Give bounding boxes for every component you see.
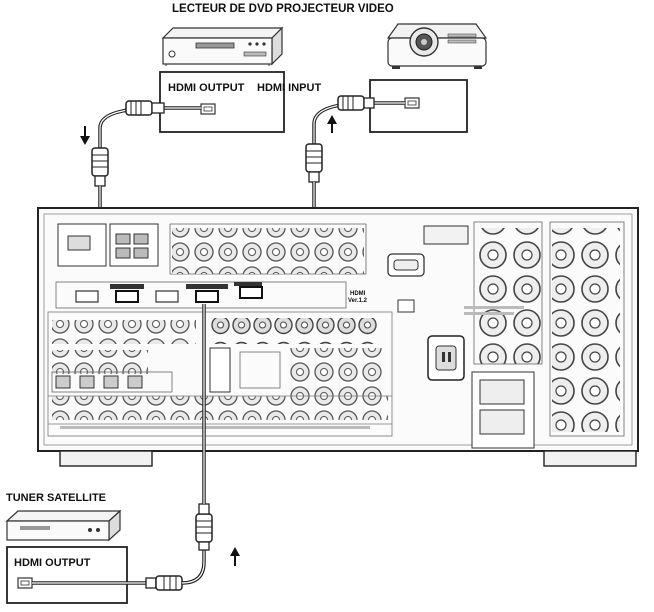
device-heading: LECTEUR DE DVD PROJECTEUR VIDEO: [172, 3, 394, 15]
dvd-player: [161, 26, 284, 66]
receiver-hdmi-version: Ver.1.2: [348, 298, 368, 304]
satellite-heading: TUNER SATELLITE: [6, 492, 107, 504]
hdmi-cable-satellite: [32, 304, 213, 591]
arrow-up-icon: [230, 547, 240, 556]
arrow-down-icon: [80, 136, 90, 145]
av-receiver-rear-panel: [37, 207, 639, 467]
projector-port-label: HDMI INPUT: [257, 82, 322, 94]
satellite-output-box: [6, 546, 128, 604]
projector: [386, 23, 488, 69]
arrow-up-icon: [327, 115, 337, 124]
dvd-port-label: HDMI OUTPUT: [168, 82, 245, 94]
dvd-output-box: [159, 71, 285, 133]
satellite-hdmi-port-icon: [17, 577, 33, 589]
satellite-tuner: [5, 509, 122, 542]
dvd-hdmi-port-icon: [200, 103, 216, 115]
receiver-hdmi-badge: HDMI: [350, 291, 366, 297]
satellite-port-label: HDMI OUTPUT: [14, 557, 91, 569]
projector-hdmi-port-icon: [404, 97, 420, 109]
